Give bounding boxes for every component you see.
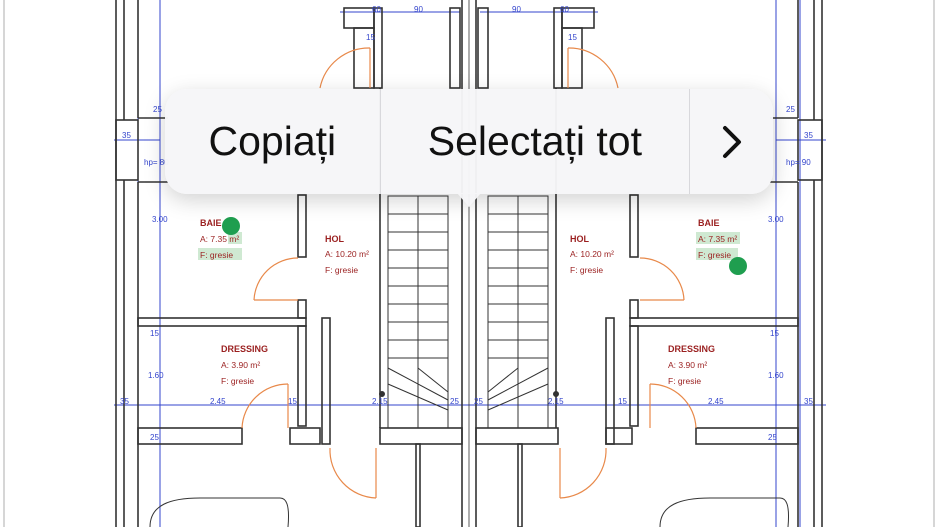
dim-label: 25 <box>150 433 159 442</box>
dim-label: 15 <box>288 397 297 406</box>
select-all-button[interactable]: Selectați tot <box>381 89 691 194</box>
room-floor-baie-right: F: gresie <box>698 250 731 260</box>
dim-label: hp= 90 <box>786 158 811 167</box>
chevron-right-icon <box>722 125 741 158</box>
copy-button[interactable]: Copiați <box>165 89 381 194</box>
dim-label: 15 <box>568 33 577 42</box>
dim-label: 15 <box>150 329 159 338</box>
room-name-baie-right: BAIE <box>698 218 720 228</box>
dim-label: 25 <box>153 105 162 114</box>
dim-label: hp= 80 <box>144 158 169 167</box>
dim-label: 15 <box>618 397 627 406</box>
room-floor-dressing-right: F: gresie <box>668 376 701 386</box>
dim-label: 60 <box>372 5 381 14</box>
menu-pointer <box>457 193 481 207</box>
room-floor-dressing-left: F: gresie <box>221 376 254 386</box>
dim-label: 15 <box>366 33 375 42</box>
more-options-button[interactable] <box>690 89 773 194</box>
dim-label: 1.60 <box>768 371 784 380</box>
room-area-dressing-left: A: 3.90 m² <box>221 360 260 370</box>
dim-label: 2.45 <box>708 397 724 406</box>
dim-label: 3.00 <box>768 215 784 224</box>
dim-label: 25 <box>768 433 777 442</box>
dim-label: 2.15 <box>372 397 388 406</box>
dim-label: 35 <box>804 131 813 140</box>
room-area-hol-right: A: 10.20 m² <box>570 249 614 259</box>
room-area-baie-left: A: 7.35 m² <box>200 234 239 244</box>
dim-label: 3.00 <box>152 215 168 224</box>
dim-label: 1.60 <box>148 371 164 380</box>
context-menu: Copiați Selectați tot <box>165 89 773 207</box>
room-area-hol-left: A: 10.20 m² <box>325 249 369 259</box>
room-floor-hol-right: F: gresie <box>570 265 603 275</box>
dim-label: 90 <box>414 5 423 14</box>
room-name-hol-right: HOL <box>570 234 590 244</box>
room-name-baie-left: BAIE <box>200 218 222 228</box>
room-name-dressing-right: DRESSING <box>668 344 715 354</box>
dim-label: 60 <box>560 5 569 14</box>
dim-label: 90 <box>512 5 521 14</box>
room-name-dressing-left: DRESSING <box>221 344 268 354</box>
dim-label: 35 <box>804 397 813 406</box>
dim-label: 15 <box>770 329 779 338</box>
dim-label: 25 <box>450 397 459 406</box>
dim-label: 2.15 <box>548 397 564 406</box>
room-floor-hol-left: F: gresie <box>325 265 358 275</box>
dim-label: 35 <box>122 131 131 140</box>
room-area-baie-right: A: 7.35 m² <box>698 234 737 244</box>
dim-label: 2.45 <box>210 397 226 406</box>
selection-end-handle[interactable] <box>729 257 747 275</box>
room-name-hol-left: HOL <box>325 234 345 244</box>
dim-label: 25 <box>786 105 795 114</box>
room-area-dressing-right: A: 3.90 m² <box>668 360 707 370</box>
dim-label: 35 <box>120 397 129 406</box>
room-floor-baie-left: F: gresie <box>200 250 233 260</box>
dim-label: 25 <box>474 397 483 406</box>
selection-start-handle[interactable] <box>222 217 240 235</box>
